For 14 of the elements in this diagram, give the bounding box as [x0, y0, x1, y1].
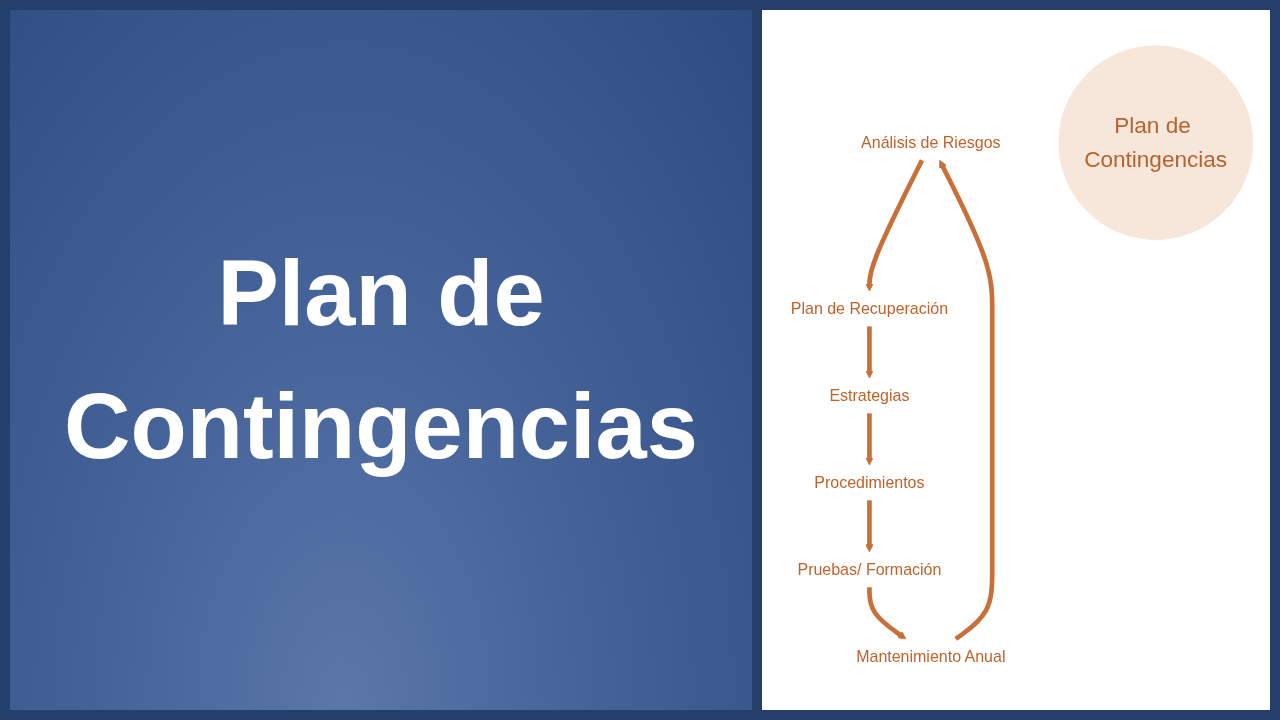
title: Plan de Contingencias: [63, 240, 699, 479]
stage-label: Plan de Recuperación: [790, 299, 949, 318]
stage-label: Estrategias: [829, 386, 910, 405]
cycle-arrow: [865, 500, 874, 553]
stage-label: Procedimientos: [814, 473, 925, 492]
cycle-arrow: [865, 326, 874, 379]
cycle-arrow: [865, 413, 874, 466]
cycle-arrow: [939, 159, 995, 641]
cycle-arrow: [865, 159, 925, 292]
stage-label: Análisis de Riesgos: [861, 133, 1001, 152]
stage-label: Pruebas/ Formación: [797, 560, 942, 579]
cycle-arrow: [867, 587, 907, 640]
stage-label: Mantenimiento Anual: [856, 647, 1006, 666]
center-circle: Plan de Contingencias: [1058, 45, 1253, 240]
